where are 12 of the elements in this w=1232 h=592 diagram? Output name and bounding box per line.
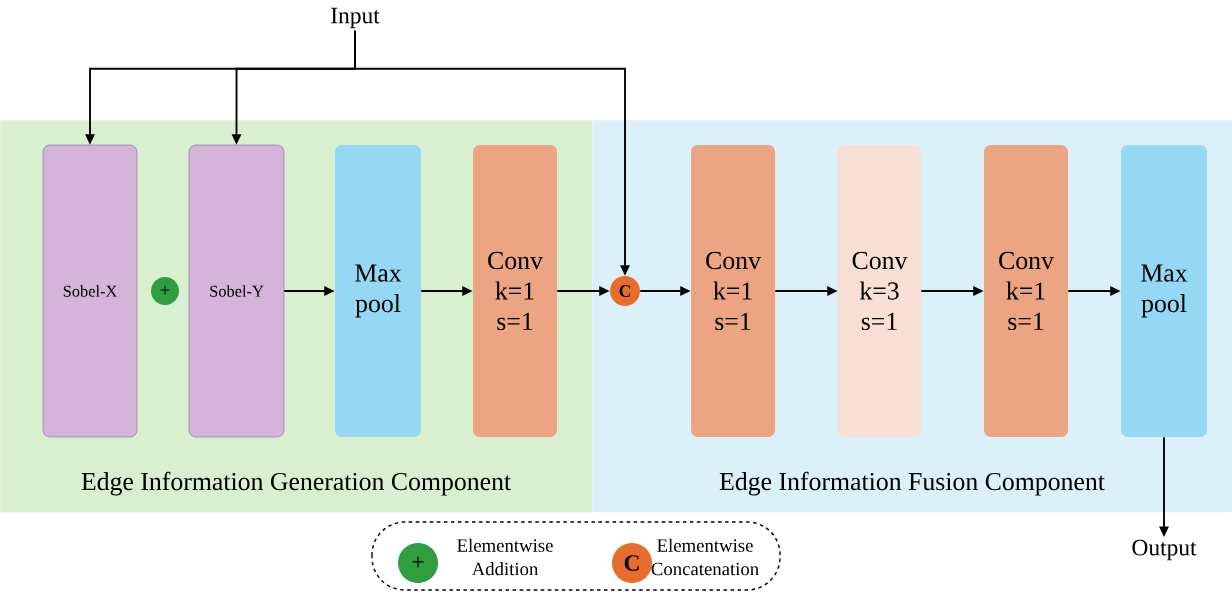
filter-box: Sobel-Y [188,144,285,438]
conv-box: Conv k=1 s=1 [984,145,1068,437]
pooling-box: Max pool [1121,145,1207,437]
conv-box: Conv k=1 s=1 [473,145,557,437]
conv-box: Conv k=1 s=1 [691,145,775,437]
legend-text: Elementwise Concatenation [651,538,759,576]
pooling-box: Max pool [335,145,421,437]
filter-box: Sobel-X [42,144,138,438]
io-label: Input [331,7,380,29]
legend-text: Elementwise Addition [457,538,553,576]
io-label: Output [1132,539,1197,561]
conv-box: Conv k=3 s=1 [838,145,921,437]
